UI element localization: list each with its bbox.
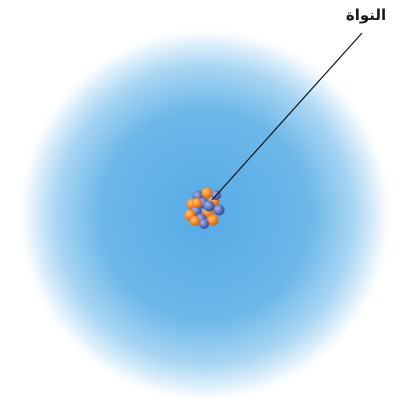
nucleus-label: النواة — [346, 6, 386, 24]
neutron — [199, 219, 209, 229]
neutron — [214, 205, 225, 216]
proton — [192, 198, 202, 208]
proton — [208, 215, 219, 226]
neutron — [204, 201, 215, 212]
proton — [190, 216, 200, 226]
